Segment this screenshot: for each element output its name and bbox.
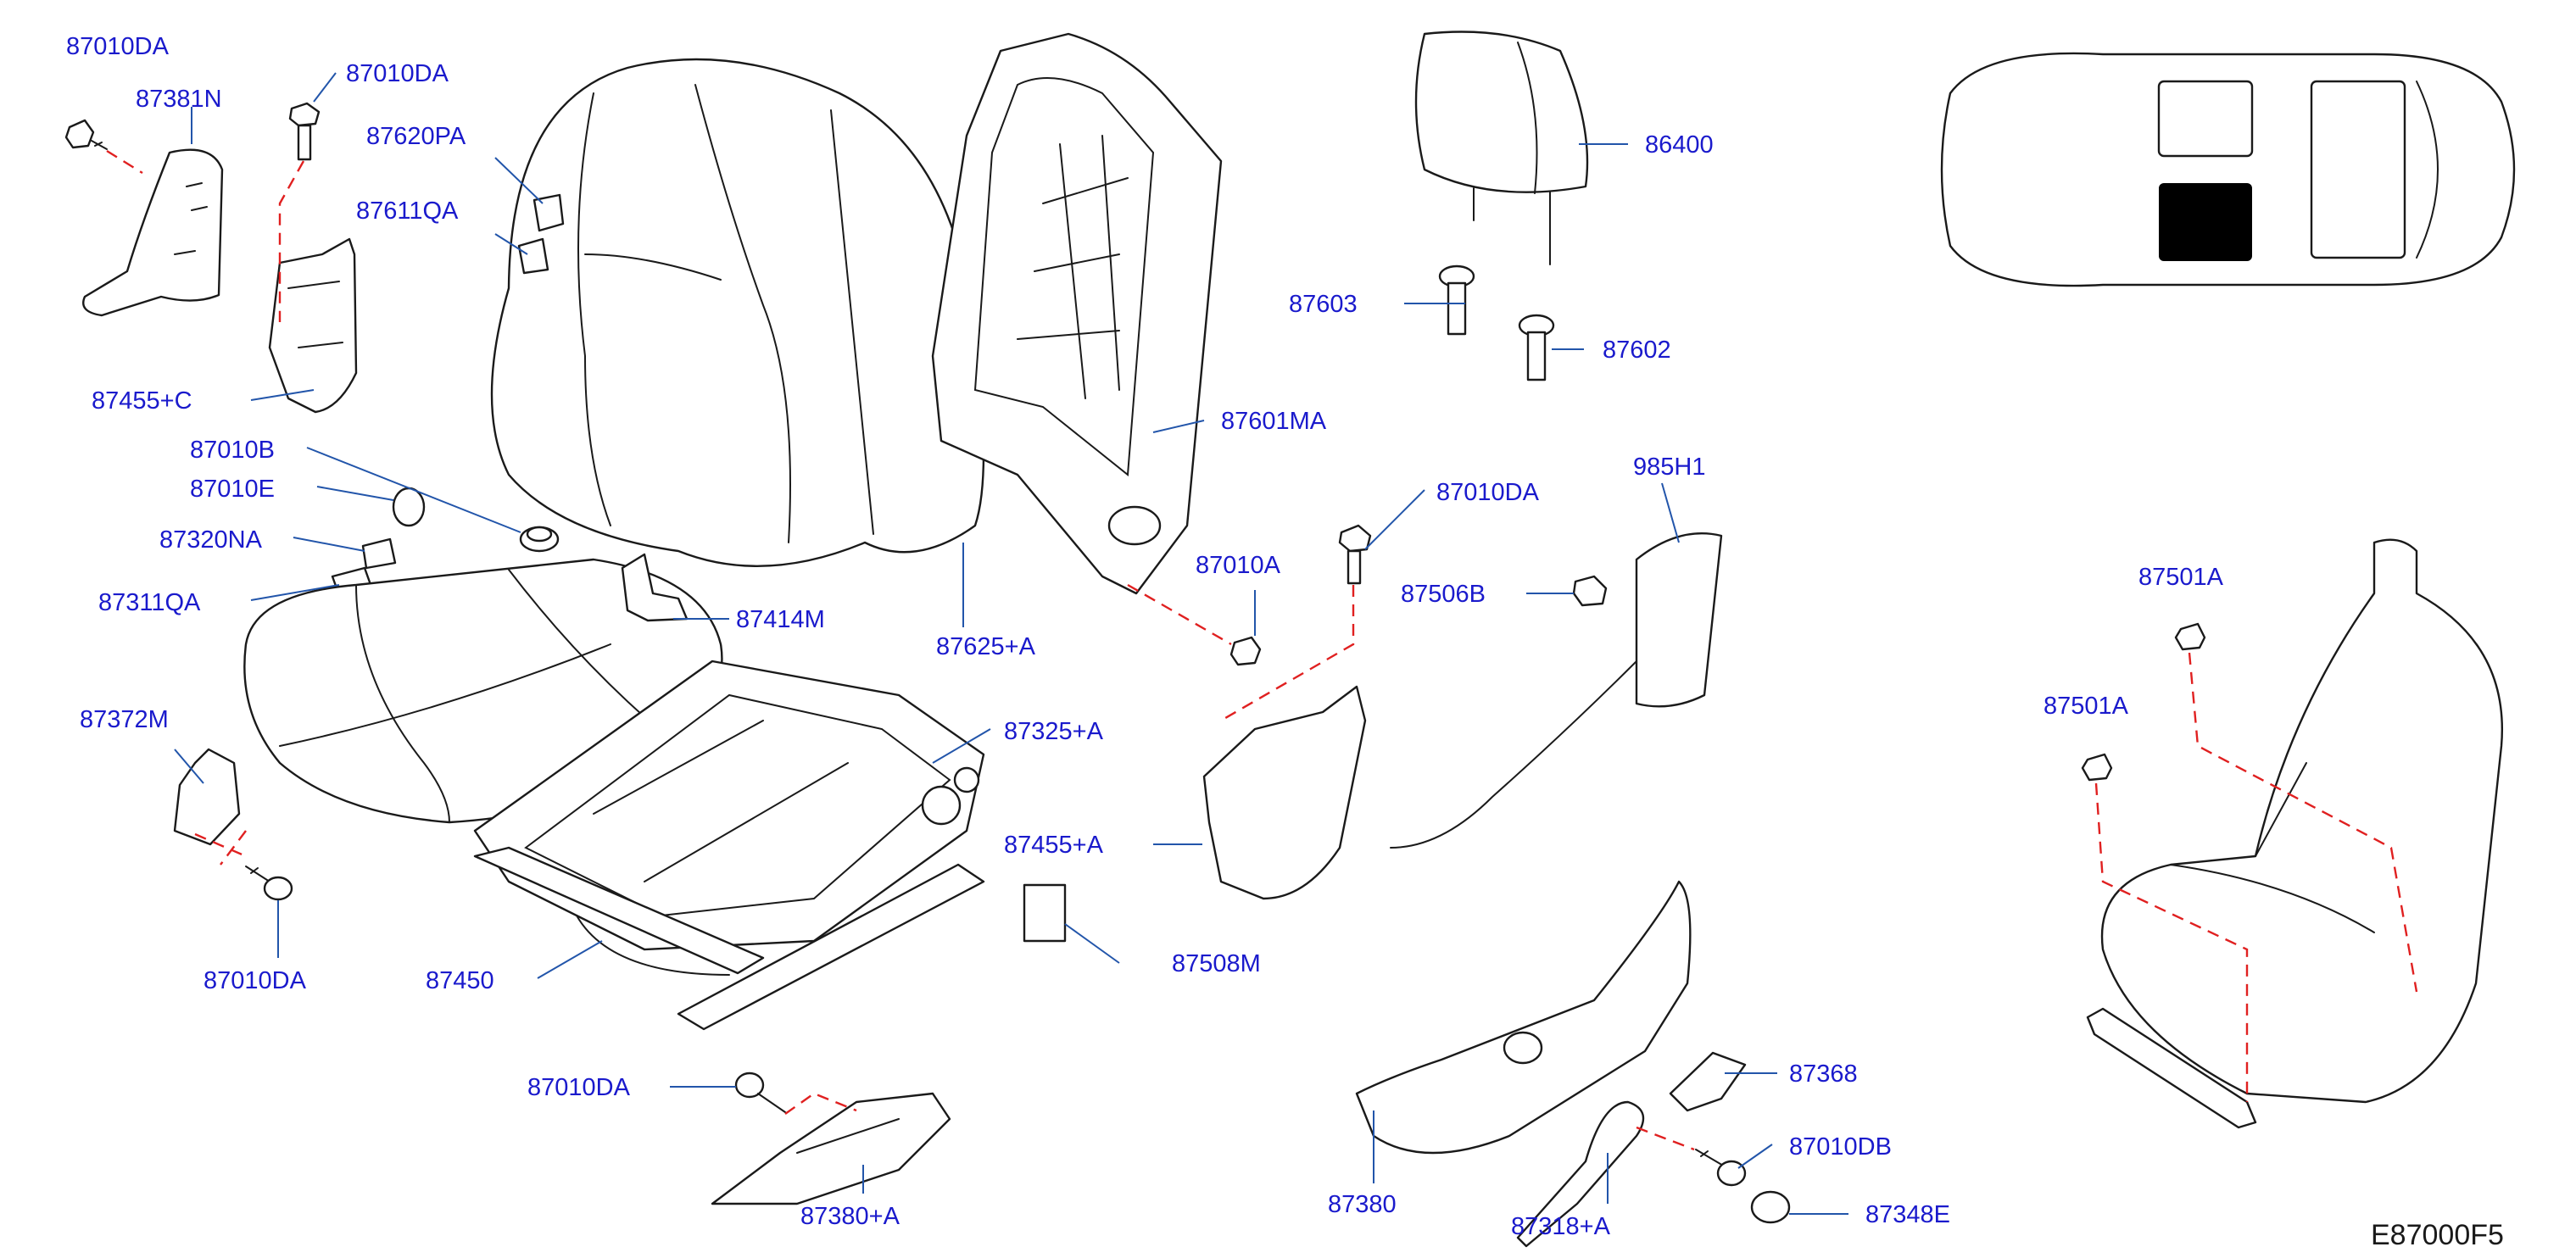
label-87501a-1: 87501A bbox=[2138, 564, 2224, 591]
bolt-87010da-top bbox=[288, 102, 321, 161]
label-87010a: 87010A bbox=[1196, 552, 1281, 579]
side-airbag-985h1 bbox=[1390, 532, 1723, 849]
clip-87508m bbox=[1023, 883, 1067, 943]
clip-87320na bbox=[361, 537, 397, 570]
label-87611qa: 87611QA bbox=[356, 198, 459, 225]
screw-87010da-lower-left bbox=[245, 866, 293, 901]
label-87602: 87602 bbox=[1603, 337, 1671, 364]
label-87450: 87450 bbox=[426, 967, 494, 994]
plug-87010e bbox=[392, 487, 426, 527]
label-87010e: 87010E bbox=[190, 476, 275, 503]
lever-knob-87368 bbox=[1669, 1051, 1747, 1112]
seat-assembly-reference-icon bbox=[2081, 538, 2503, 1129]
seat-cushion-frame-87325a bbox=[473, 660, 985, 951]
seat-cover-finisher-87381n bbox=[82, 148, 224, 317]
label-985h1: 985H1 bbox=[1633, 454, 1705, 481]
recliner-lever-87318a bbox=[1516, 1100, 1645, 1248]
label-87325a: 87325+A bbox=[1004, 718, 1104, 745]
label-87010da-1: 87010DA bbox=[66, 33, 170, 60]
seat-back-trim bbox=[490, 58, 985, 567]
side-finisher-87380 bbox=[1355, 880, 1692, 1155]
label-87380a: 87380+A bbox=[800, 1203, 900, 1230]
label-87010da-3: 87010DA bbox=[204, 967, 307, 994]
label-87318a: 87318+A bbox=[1511, 1213, 1611, 1240]
screw-87010db bbox=[1695, 1149, 1747, 1187]
label-87010da-5: 87010DA bbox=[1436, 479, 1540, 506]
label-87010b: 87010B bbox=[190, 437, 275, 464]
cap-87348e bbox=[1750, 1190, 1791, 1224]
label-87501a-2: 87501A bbox=[2044, 693, 2129, 720]
seat-slide-rail-87450 bbox=[473, 846, 985, 1031]
leader-lines bbox=[174, 72, 1848, 1215]
nut-87010a bbox=[1229, 636, 1262, 666]
label-86400: 86400 bbox=[1645, 131, 1714, 159]
finisher-87380a bbox=[711, 1092, 951, 1205]
label-87010da-2: 87010DA bbox=[346, 60, 449, 87]
label-87010da-4: 87010DA bbox=[527, 1074, 631, 1101]
screw-87010da-bottom bbox=[734, 1072, 786, 1113]
bolt-87010da-center bbox=[1338, 524, 1372, 585]
highlighted-seat-position bbox=[2159, 183, 2252, 261]
headrest-guide-87602 bbox=[1518, 314, 1555, 381]
label-87381n: 87381N bbox=[136, 86, 222, 113]
headrest-86400 bbox=[1414, 31, 1589, 265]
bracket-87455c bbox=[268, 237, 358, 414]
label-87625a: 87625+A bbox=[936, 633, 1036, 660]
label-87620pa: 87620PA bbox=[366, 123, 466, 150]
assembly-guides bbox=[106, 149, 2418, 1151]
label-87506b: 87506B bbox=[1401, 581, 1486, 608]
label-87455c: 87455+C bbox=[92, 387, 192, 415]
label-87368: 87368 bbox=[1789, 1060, 1858, 1088]
label-87320na: 87320NA bbox=[159, 526, 263, 554]
bolt-87010da-top-left bbox=[64, 119, 108, 150]
label-87455a: 87455+A bbox=[1004, 832, 1104, 859]
vehicle-top-view-icon bbox=[1940, 52, 2516, 287]
label-87508m: 87508M bbox=[1172, 950, 1261, 977]
label-87348e: 87348E bbox=[1865, 1201, 1950, 1228]
label-87372m: 87372M bbox=[80, 706, 169, 733]
label-87601ma: 87601MA bbox=[1221, 408, 1327, 435]
label-87414m: 87414M bbox=[736, 606, 825, 633]
seat-back-frame-87601ma bbox=[931, 32, 1223, 595]
label-87010db: 87010DB bbox=[1789, 1133, 1892, 1161]
label-87311qa: 87311QA bbox=[98, 589, 201, 616]
clip-87620pa bbox=[532, 193, 565, 232]
bracket-87414m bbox=[621, 553, 689, 622]
bracket-87372m bbox=[173, 748, 241, 846]
nut-87506b bbox=[1572, 575, 1608, 607]
label-87603: 87603 bbox=[1289, 291, 1358, 318]
clip-87611qa bbox=[517, 237, 549, 275]
clip-87010b bbox=[519, 526, 560, 553]
diagram-code: E87000F5 bbox=[2371, 1219, 2504, 1251]
label-87380: 87380 bbox=[1328, 1191, 1397, 1218]
headrest-guide-87603 bbox=[1438, 264, 1475, 336]
finisher-87455a bbox=[1202, 685, 1367, 900]
part-labels: 87010DA 87381N 87010DA 87620PA 87611QA 8… bbox=[66, 33, 2224, 1240]
